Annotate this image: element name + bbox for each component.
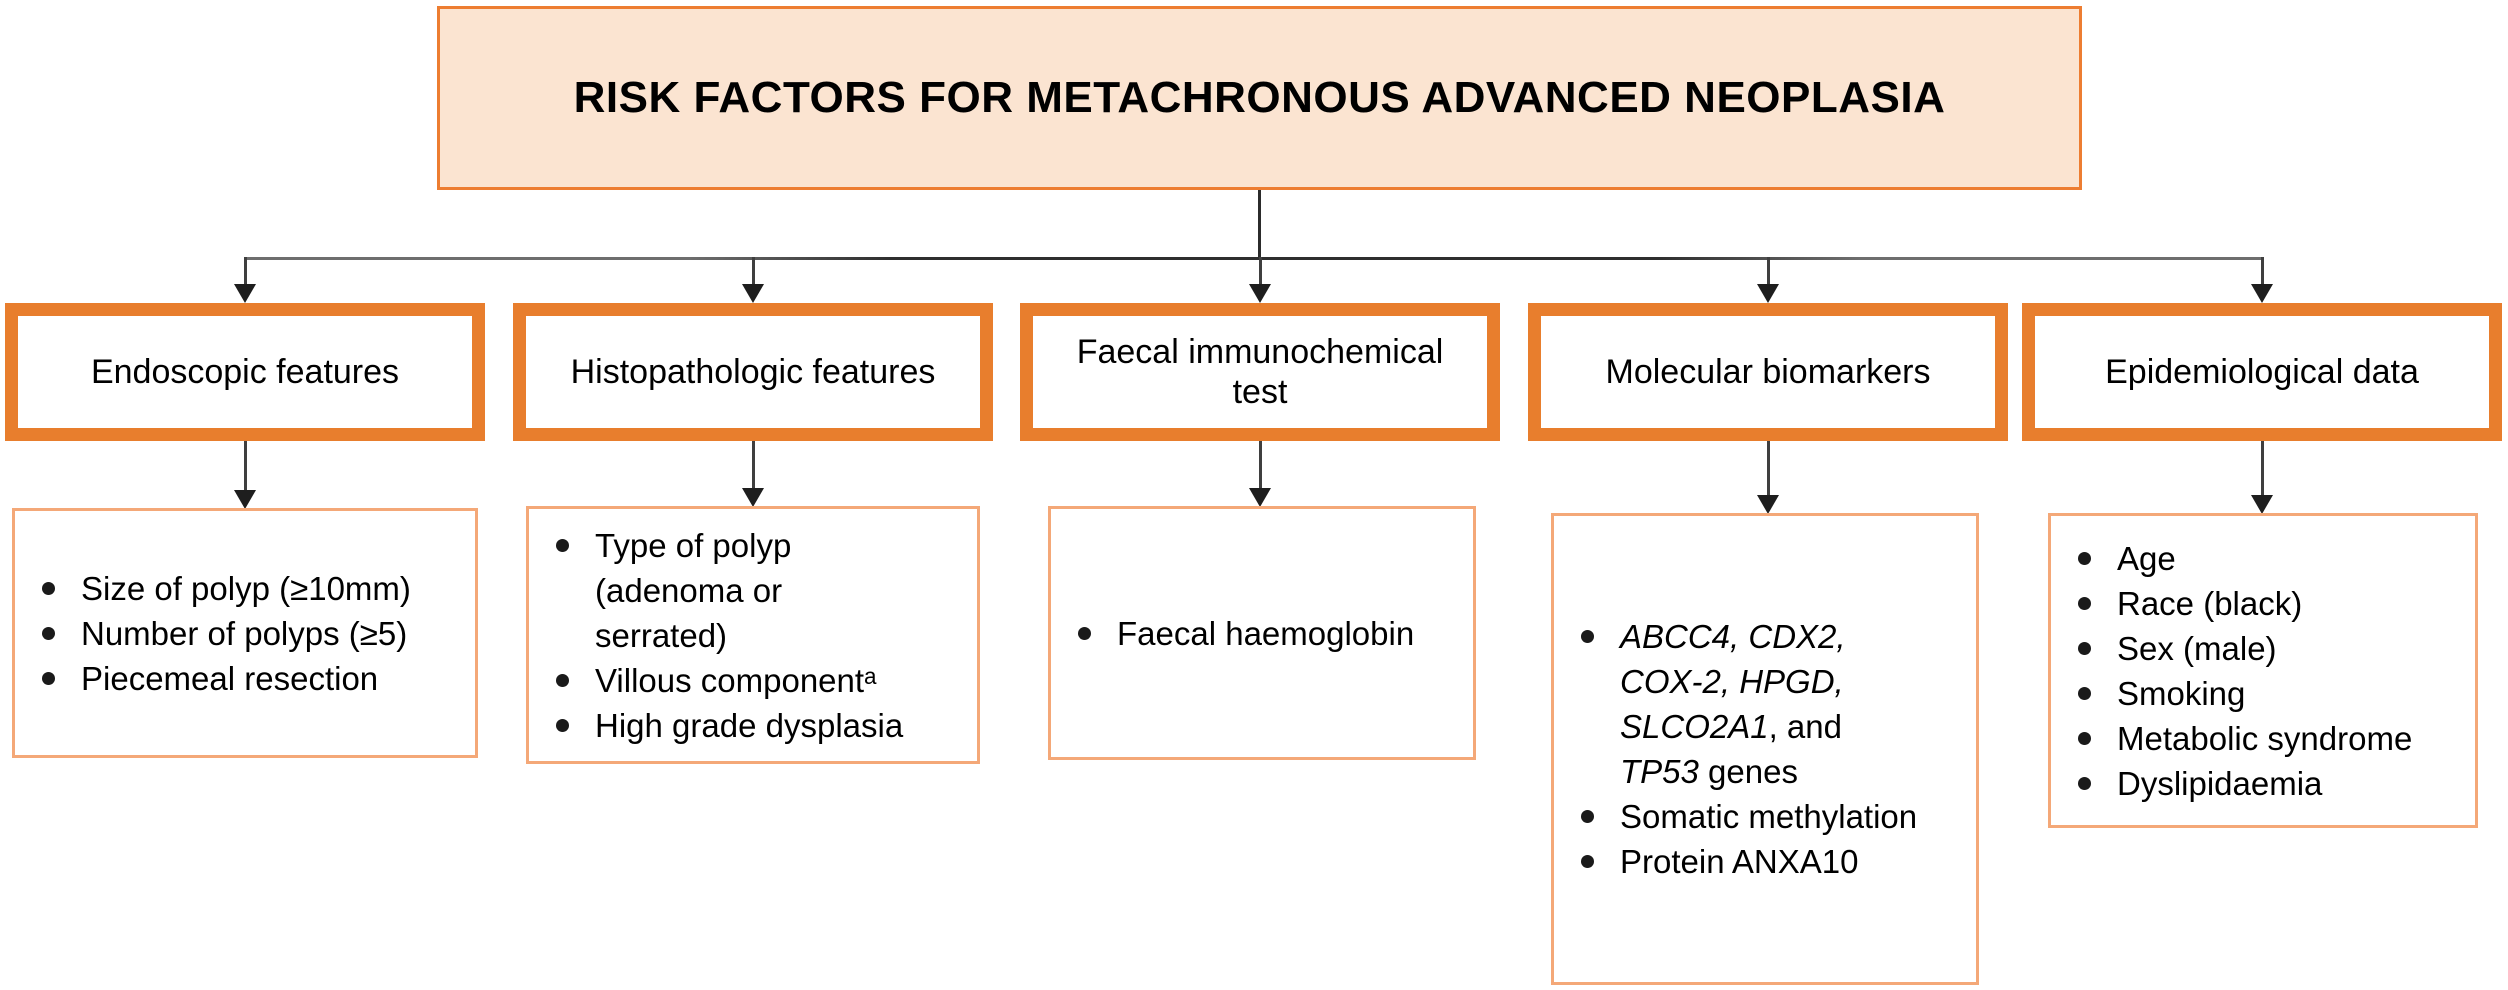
connector-stem-molecular [1766, 257, 1770, 287]
detail-list: Faecal haemoglobin [1051, 611, 1422, 656]
list-item: Protein ANXA10 [1578, 839, 1917, 884]
detail-box-histopathologic-features: Type of polyp (adenoma or serrated)Villo… [526, 506, 980, 764]
list-item: Type of polyp (adenoma or serrated) [553, 523, 903, 658]
connector-header-stem [1258, 190, 1261, 258]
category-label: Histopathologic features [570, 353, 936, 391]
arrow-down-icon [234, 284, 256, 303]
arrow-down-icon [742, 488, 764, 507]
arrow-down-icon [1249, 284, 1271, 303]
list-item: ABCC4, CDX2, COX-2, HPGD, SLCO2A1, and T… [1578, 614, 1917, 794]
list-item: Race (black) [2075, 581, 2412, 626]
list-item: Villous componentᵃ [553, 658, 903, 703]
arrow-down-icon [1757, 284, 1779, 303]
diagram-title: RISK FACTORS FOR METACHRONOUS ADVANCED N… [573, 73, 1946, 122]
connector-stem-histopathologic [751, 257, 755, 287]
arrow-down-icon [2251, 284, 2273, 303]
list-item: Age [2075, 536, 2412, 581]
detail-box-faecal-immunochemical-test: Faecal haemoglobin [1048, 506, 1476, 760]
list-item: Number of polyps (≥5) [39, 611, 411, 656]
category-box-endoscopic-features: Endoscopic features [5, 303, 485, 441]
category-label: Molecular biomarkers [1605, 353, 1931, 391]
category-box-faecal-immunochemical-test: Faecal immunochemical test [1020, 303, 1500, 441]
list-item: Dyslipidaemia [2075, 761, 2412, 806]
connector-stem-endoscopic-detail [243, 441, 247, 492]
connector-stem-epidemiological [2260, 257, 2264, 287]
list-item: Piecemeal resection [39, 656, 411, 701]
header-box: RISK FACTORS FOR METACHRONOUS ADVANCED N… [437, 6, 2082, 190]
list-item: Metabolic syndrome [2075, 716, 2412, 761]
list-item: Sex (male) [2075, 626, 2412, 671]
connector-stem-endoscopic [243, 257, 247, 287]
arrow-down-icon [1757, 495, 1779, 514]
connector-stem-histopathologic-detail [751, 441, 755, 490]
list-item: High grade dysplasia [553, 703, 903, 748]
connector-distribution-line [244, 257, 2264, 260]
detail-list: ABCC4, CDX2, COX-2, HPGD, SLCO2A1, and T… [1554, 614, 1925, 884]
category-box-molecular-biomarkers: Molecular biomarkers [1528, 303, 2008, 441]
detail-list: Size of polyp (≥10mm)Number of polyps (≥… [15, 566, 419, 701]
category-label: Endoscopic features [90, 353, 400, 391]
arrow-down-icon [1249, 488, 1271, 507]
connector-stem-epidemiological-detail [2260, 441, 2264, 497]
connector-stem-molecular-detail [1766, 441, 1770, 497]
category-box-histopathologic-features: Histopathologic features [513, 303, 993, 441]
connector-stem-faecal-detail [1258, 441, 1262, 490]
list-item: Size of polyp (≥10mm) [39, 566, 411, 611]
detail-list: Type of polyp (adenoma or serrated)Villo… [529, 523, 911, 748]
detail-box-endoscopic-features: Size of polyp (≥10mm)Number of polyps (≥… [12, 508, 478, 758]
category-label: Faecal immunochemical test [1076, 333, 1444, 411]
category-box-epidemiological-data: Epidemiological data [2022, 303, 2502, 441]
detail-box-molecular-biomarkers: ABCC4, CDX2, COX-2, HPGD, SLCO2A1, and T… [1551, 513, 1979, 985]
category-label: Epidemiological data [2105, 353, 2419, 391]
connector-stem-faecal-test [1258, 257, 1262, 287]
arrow-down-icon [742, 284, 764, 303]
list-item: Somatic methylation [1578, 794, 1917, 839]
list-item: Smoking [2075, 671, 2412, 716]
arrow-down-icon [234, 490, 256, 509]
list-item: Faecal haemoglobin [1075, 611, 1414, 656]
arrow-down-icon [2251, 495, 2273, 514]
